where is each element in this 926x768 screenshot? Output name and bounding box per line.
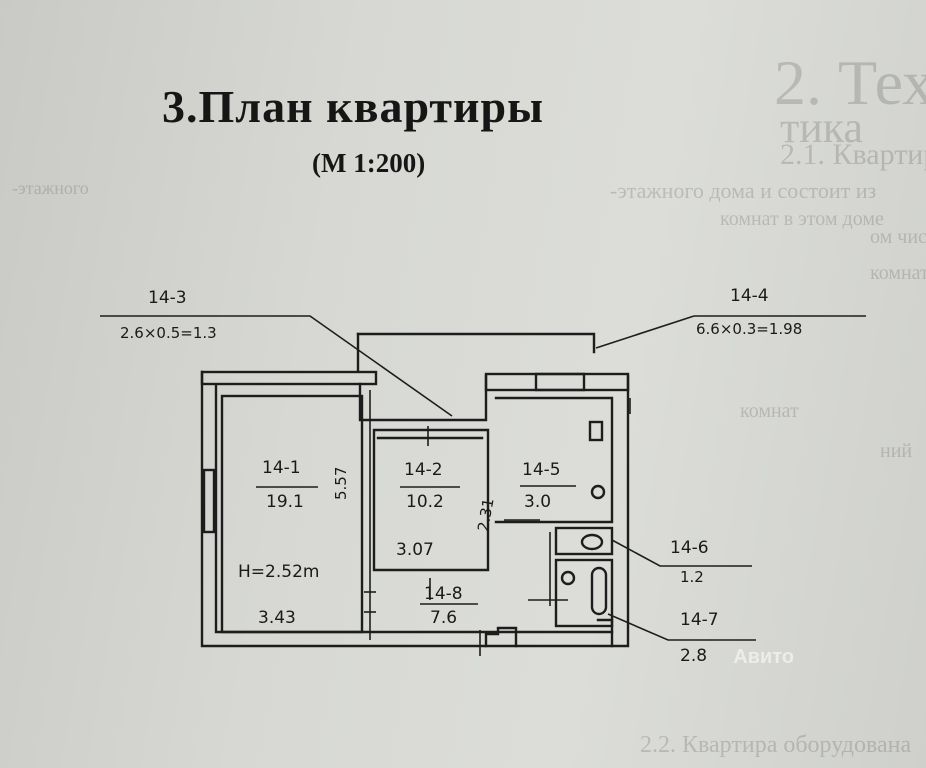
- room-14-1-area: 19.1: [266, 492, 304, 512]
- room-14-2-area: 10.2: [406, 492, 444, 512]
- room-14-5-area: 3.0: [524, 492, 552, 512]
- dimension-height: H=2.52m: [238, 562, 320, 582]
- watermark-logo: Авито: [733, 646, 794, 668]
- dimension-depth-room2: 5.57: [332, 466, 350, 500]
- room-14-6-id: 14-6: [670, 538, 709, 558]
- room-14-6-area: 1.2: [680, 568, 704, 586]
- bg-line-3: ом числе:: [870, 226, 926, 248]
- bg-line-2-end: комнат в этом доме: [720, 208, 884, 230]
- callout-14-4-id: 14-4: [730, 286, 769, 306]
- bg-line-6: ний: [880, 440, 913, 462]
- callout-14-3-id: 14-3: [148, 288, 187, 308]
- plan-title: 3.План квартиры: [162, 81, 545, 132]
- dimension-width-room1: 3.43: [258, 608, 296, 628]
- room-14-2-id: 14-2: [404, 460, 443, 480]
- room-14-8-area: 7.6: [430, 608, 458, 628]
- bg-line-2: -этажного дома и состоит из: [610, 178, 877, 203]
- room-14-8-id: 14-8: [424, 584, 463, 604]
- bg-line-4: комнат: [870, 262, 926, 284]
- bg-line-8: 2.2. Квартира оборудована: [640, 732, 912, 758]
- room-14-7-id: 14-7: [680, 610, 719, 630]
- callout-14-3-formula: 2.6×0.5=1.3: [120, 324, 217, 342]
- room-14-5-id: 14-5: [522, 460, 561, 480]
- bg-heading: 2. Техн: [774, 47, 926, 118]
- bg-line-1: 2.1. Квартира: [780, 138, 926, 171]
- bg-line-7: -этажного: [12, 178, 89, 198]
- plan-scale: (М 1:200): [312, 148, 426, 178]
- dimension-width-room2: 3.07: [396, 540, 434, 560]
- bg-heading-end: тика: [780, 103, 864, 152]
- callout-14-4-formula: 6.6×0.3=1.98: [696, 320, 803, 338]
- room-14-1-id: 14-1: [262, 458, 301, 478]
- bg-line-5: комнат: [740, 400, 799, 422]
- room-14-7-area: 2.8: [680, 646, 708, 666]
